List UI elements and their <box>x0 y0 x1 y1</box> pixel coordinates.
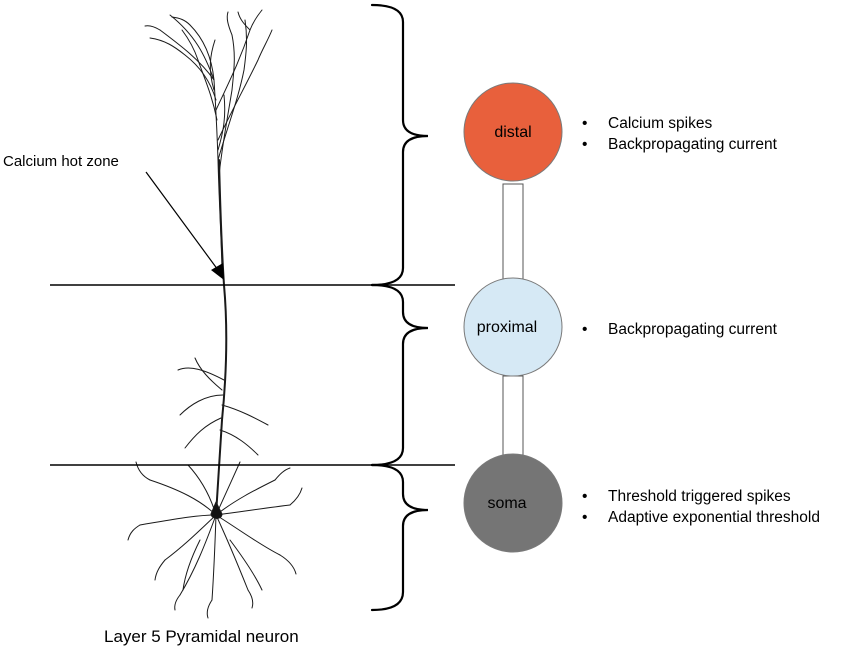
calcium-hot-zone-label: Calcium hot zone <box>3 153 119 170</box>
bullet-marker: • <box>582 488 587 505</box>
compartment-connectors <box>502 183 524 459</box>
figure-caption: Layer 5 Pyramidal neuron <box>104 627 299 646</box>
calcium-hot-zone-arrow <box>145 171 224 280</box>
neuron-soma <box>210 501 223 519</box>
compartment-bullet-lists: • Calcium spikes • Backpropagating current •… <box>582 115 820 526</box>
bullet-text-soma: Adaptive exponential threshold <box>608 509 820 526</box>
bullet-marker: • <box>582 509 587 526</box>
bullet-text-soma: Threshold triggered spikes <box>608 488 791 505</box>
compartment-circle-proximal <box>463 277 563 377</box>
connector-proximal-soma <box>502 375 524 459</box>
apical-trunk <box>215 159 228 516</box>
compartment-label-proximal: proximal <box>477 319 537 336</box>
compartment-label-soma: soma <box>487 495 526 512</box>
basal-dendrites <box>127 461 303 619</box>
bullet-marker: • <box>582 136 587 153</box>
bullet-text-distal: Backpropagating current <box>608 136 778 153</box>
brace-soma <box>370 463 429 612</box>
brace-proximal <box>370 283 429 467</box>
bullet-text-proximal: Backpropagating current <box>608 321 778 338</box>
compartment-circle-soma <box>463 453 563 553</box>
oblique-dendrites <box>177 357 269 456</box>
compartment-braces <box>370 3 429 612</box>
brace-distal <box>370 3 429 287</box>
pyramidal-neuron-illustration <box>127 9 303 619</box>
bullet-marker: • <box>582 115 587 132</box>
apical-tuft <box>144 9 273 271</box>
connector-distal-proximal <box>502 183 524 281</box>
compartment-circle-distal <box>463 82 563 182</box>
bullet-marker: • <box>582 321 587 338</box>
compartment-label-distal: distal <box>494 124 531 141</box>
compartment-nodes: distal proximal soma <box>463 82 563 553</box>
bullet-text-distal: Calcium spikes <box>608 115 712 132</box>
